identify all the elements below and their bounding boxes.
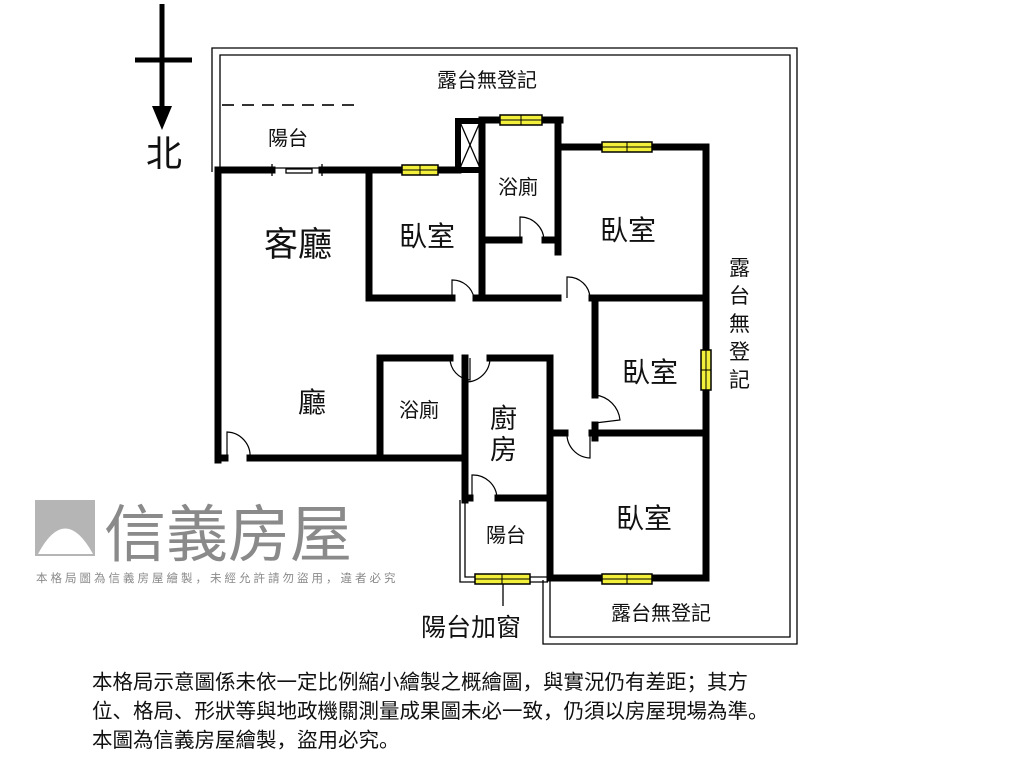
sliding-door-icon (271, 164, 323, 176)
kitchen-label: 廚房 (490, 404, 517, 466)
watermark-notice: 本格局圖為信義房屋繪製，未經允許請勿盜用，違者必究 (36, 571, 399, 585)
terrace-top-label: 露台無登記 (437, 68, 537, 92)
watermark: 信義房屋 本格局圖為信義房屋繪製，未經允許請勿盜用，違者必究 (35, 498, 399, 585)
balcony-window-annotation: 陽台加窗 (421, 613, 521, 642)
bathroom-1-label: 浴廁 (498, 175, 538, 199)
door-icon (449, 357, 471, 381)
north-label: 北 (146, 134, 182, 175)
disclaimer-line: 位、格局、形狀等與地政機關測量成果圖未必一致，仍須以房屋現場為準。 (92, 699, 769, 723)
bedroom-3-label: 臥室 (622, 356, 678, 389)
disclaimer-line: 本格局示意圖係未依一定比例縮小繪製之概繪圖，與實況仍有差距；其方 (92, 670, 748, 694)
door-icon (519, 216, 545, 241)
dining-label: 廳 (298, 386, 326, 419)
terrace-boundary (211, 47, 798, 645)
bathroom-2-label: 浴廁 (399, 398, 439, 422)
bedroom-1-label: 臥室 (399, 220, 455, 253)
north-arrow-icon (135, 4, 192, 130)
door-icon (451, 279, 475, 299)
bedroom-2-label: 臥室 (600, 214, 656, 247)
living-room-label: 客廳 (264, 225, 332, 265)
doors (226, 216, 621, 499)
terrace-bottom-label: 露台無登記 (611, 601, 711, 625)
watermark-brand: 信義房屋 (104, 498, 352, 571)
door-icon (566, 432, 591, 459)
door-icon (226, 431, 251, 460)
door-icon (471, 474, 498, 499)
door-icon (594, 394, 621, 424)
disclaimer-line: 本圖為信義房屋繪製，盜用必究。 (92, 728, 400, 752)
terrace-right-label: 露台無登記 (729, 256, 750, 392)
balcony-top-label: 陽台 (268, 126, 308, 150)
door-icon (465, 357, 491, 383)
watermark-logo-icon (35, 500, 95, 556)
bedroom-4-label: 臥室 (616, 502, 672, 535)
balcony-bottom-label: 陽台 (486, 523, 526, 547)
door-icon (566, 276, 591, 299)
disclaimer: 本格局示意圖係未依一定比例縮小繪製之概繪圖，與實況仍有差距；其方 位、格局、形狀… (92, 668, 769, 755)
